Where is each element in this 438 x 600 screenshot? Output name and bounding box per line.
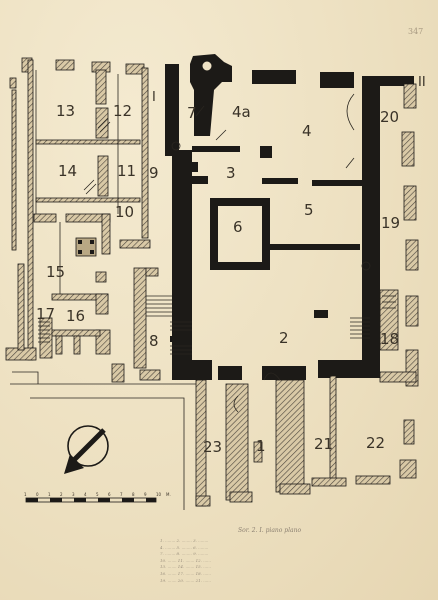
corner-number: 347: [408, 27, 424, 36]
room-label-13: 13: [56, 102, 76, 120]
room-label-15: 15: [46, 263, 66, 281]
room-label-18: 18: [380, 330, 400, 348]
room-label-4: 4: [302, 122, 312, 140]
room-label-5: 5: [304, 201, 314, 219]
caption-line: 19. ....... 20. ....... 21. ......: [160, 577, 211, 583]
plan-caption: Sor. 2. I. piano plano 1. ........ 2. ..…: [160, 527, 350, 584]
scale-tick-0: 1: [24, 492, 27, 497]
room-label-2: 2: [279, 329, 289, 347]
scale-tick-9: 8: [132, 492, 135, 497]
room-label-9: 9: [149, 164, 159, 182]
room-label-11: 11: [117, 162, 137, 180]
scale-tick-1: 0: [36, 492, 39, 497]
room-label-20: 20: [380, 108, 400, 126]
stair-17: [38, 321, 50, 343]
scale-tick-10: 9: [144, 492, 147, 497]
room-label-1: 1: [256, 437, 266, 455]
tower-rosette: [202, 61, 212, 71]
room-label-3: 3: [226, 164, 236, 182]
room-label-10: 10: [115, 203, 135, 221]
room-label-17: 17: [36, 305, 56, 323]
scale-tick-5: 4: [84, 492, 87, 497]
scale-bar: [25, 497, 157, 503]
north-arrow: [64, 425, 109, 474]
column-block: [75, 237, 97, 257]
scale-tick-6: 5: [96, 492, 99, 497]
stair-left: [146, 295, 192, 355]
scale-tick-3: 2: [60, 492, 63, 497]
room-label-19: 19: [381, 214, 401, 232]
room-label-8: 8: [149, 332, 159, 350]
caption-line: 7. ........ 8. ........ 9. ........: [160, 551, 209, 557]
scale-tick-2: 1: [48, 492, 51, 497]
room-label-22: 22: [366, 434, 386, 452]
scale-tick-8: 7: [120, 492, 123, 497]
caption-title: Sor. 2. I. piano plano: [238, 527, 302, 534]
room-label-16: 16: [66, 307, 86, 325]
stair-right: [350, 295, 396, 339]
caption-line: 13. ....... 14. ....... 15. ......: [160, 564, 211, 570]
room-label-7: 7: [187, 104, 197, 122]
room-label-21: 21: [314, 435, 334, 453]
room-label-23: 23: [203, 438, 223, 456]
room-label-I: I: [152, 90, 156, 105]
scale-tick-11: 10: [156, 492, 162, 497]
room-label-12: 12: [113, 102, 133, 120]
room-label-14: 14: [58, 162, 78, 180]
caption-line: 4. ........ 5. ........ 6. ........: [160, 544, 209, 550]
scale-unit: M.: [166, 492, 171, 497]
hatched-walls: [5, 57, 419, 507]
caption-line: 1. ........ 2. ........ 3. ........: [160, 538, 209, 543]
caption-line: 16. ....... 17. ....... 18. ......: [160, 570, 211, 576]
solid-walls: [165, 54, 414, 380]
thin-lines: [10, 70, 396, 510]
room-label-II: II: [418, 75, 426, 90]
room-label-6: 6: [233, 218, 243, 236]
scale-tick-4: 3: [72, 492, 75, 497]
scale-tick-7: 6: [108, 492, 111, 497]
caption-line: 10. ....... 11. ....... 12. ......: [160, 557, 211, 563]
room-label-4a: 4a: [232, 103, 251, 121]
